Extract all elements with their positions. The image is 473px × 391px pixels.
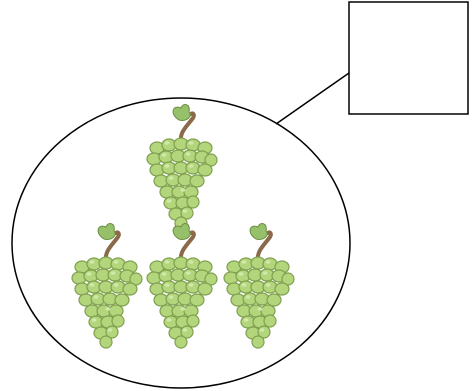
grape-bunch-icon-right (222, 221, 296, 350)
connector-line (275, 72, 350, 125)
grapes-enclosure-oval (11, 97, 351, 389)
grape-bunch-icon-middle (145, 221, 219, 350)
grape-bunch-icon-left (70, 221, 144, 350)
grape-bunch-icon-top (145, 102, 219, 231)
answer-box (348, 1, 469, 115)
